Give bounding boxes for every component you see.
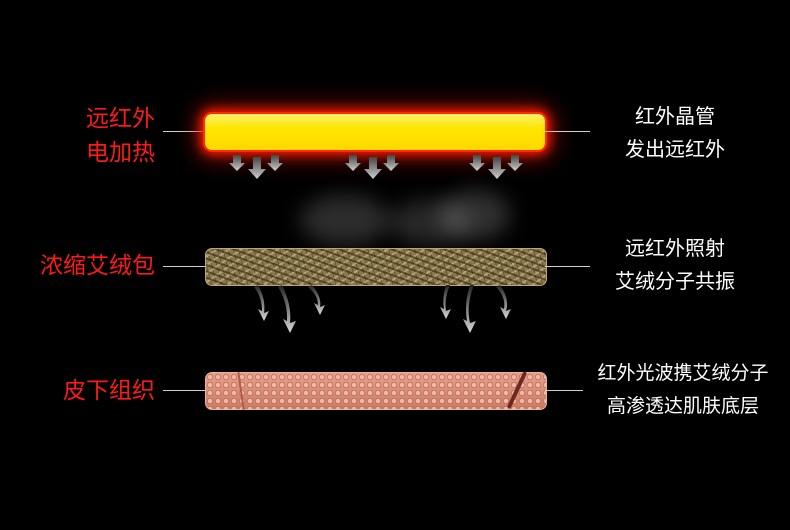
infrared-heater-bar xyxy=(205,114,545,150)
heater-right-line-2: 发出远红外 xyxy=(625,137,725,161)
moxa-right-line-2: 艾绒分子共振 xyxy=(615,269,735,293)
steam-cloud xyxy=(390,200,470,245)
heater-right-line-1: 红外晶管 xyxy=(635,104,715,128)
heater-left-line-1: 远红外 xyxy=(86,106,155,132)
moxa-left-line-1: 浓缩艾绒包 xyxy=(40,253,155,279)
tissue-left-connector xyxy=(163,390,205,391)
heater-right-label: 红外晶管 发出远红外 xyxy=(595,100,755,166)
steam-cloud xyxy=(440,190,510,240)
curved-arrow xyxy=(308,285,325,315)
tissue-left-label: 皮下组织 xyxy=(0,374,155,408)
steam-cloud xyxy=(300,195,390,245)
moxa-right-label: 远红外照射 艾绒分子共振 xyxy=(595,232,755,298)
tissue-right-line-1: 红外光波携艾绒分子 xyxy=(597,362,769,384)
heat-arrow xyxy=(507,155,523,171)
moxa-left-label: 浓缩艾绒包 xyxy=(0,249,155,283)
moxa-left-connector xyxy=(163,266,205,267)
tissue-right-line-2: 高渗透达肌肤底层 xyxy=(606,395,759,417)
heater-left-label: 远红外 电加热 xyxy=(0,102,155,170)
curved-arrow xyxy=(463,285,476,333)
tissue-right-label: 红外光波携艾绒分子 高渗透达肌肤底层 xyxy=(583,357,783,423)
heater-left-connector xyxy=(163,131,205,132)
heat-arrow xyxy=(248,157,266,179)
heat-arrow xyxy=(383,155,399,171)
curved-arrow xyxy=(496,285,511,319)
moxa-right-line-1: 远红外照射 xyxy=(625,236,725,260)
moxa-wool-bar xyxy=(205,248,547,286)
heat-arrow xyxy=(469,155,485,171)
curved-arrow xyxy=(278,285,296,333)
heat-arrow xyxy=(488,157,506,179)
heat-arrows xyxy=(229,155,523,179)
heat-arrow xyxy=(364,157,382,179)
subcutaneous-tissue-bar xyxy=(205,372,547,410)
heat-arrow xyxy=(267,155,283,171)
moxa-right-connector xyxy=(545,266,590,267)
penetration-arrows xyxy=(254,285,511,333)
curved-arrow xyxy=(440,285,451,319)
heater-left-line-2: 电加热 xyxy=(86,140,155,166)
tissue-left-line-1: 皮下组织 xyxy=(63,378,155,404)
heat-arrow xyxy=(345,155,361,171)
heater-right-connector xyxy=(545,131,590,132)
curved-arrow xyxy=(254,285,269,321)
heat-arrow xyxy=(229,155,245,171)
tissue-right-connector xyxy=(545,390,583,391)
